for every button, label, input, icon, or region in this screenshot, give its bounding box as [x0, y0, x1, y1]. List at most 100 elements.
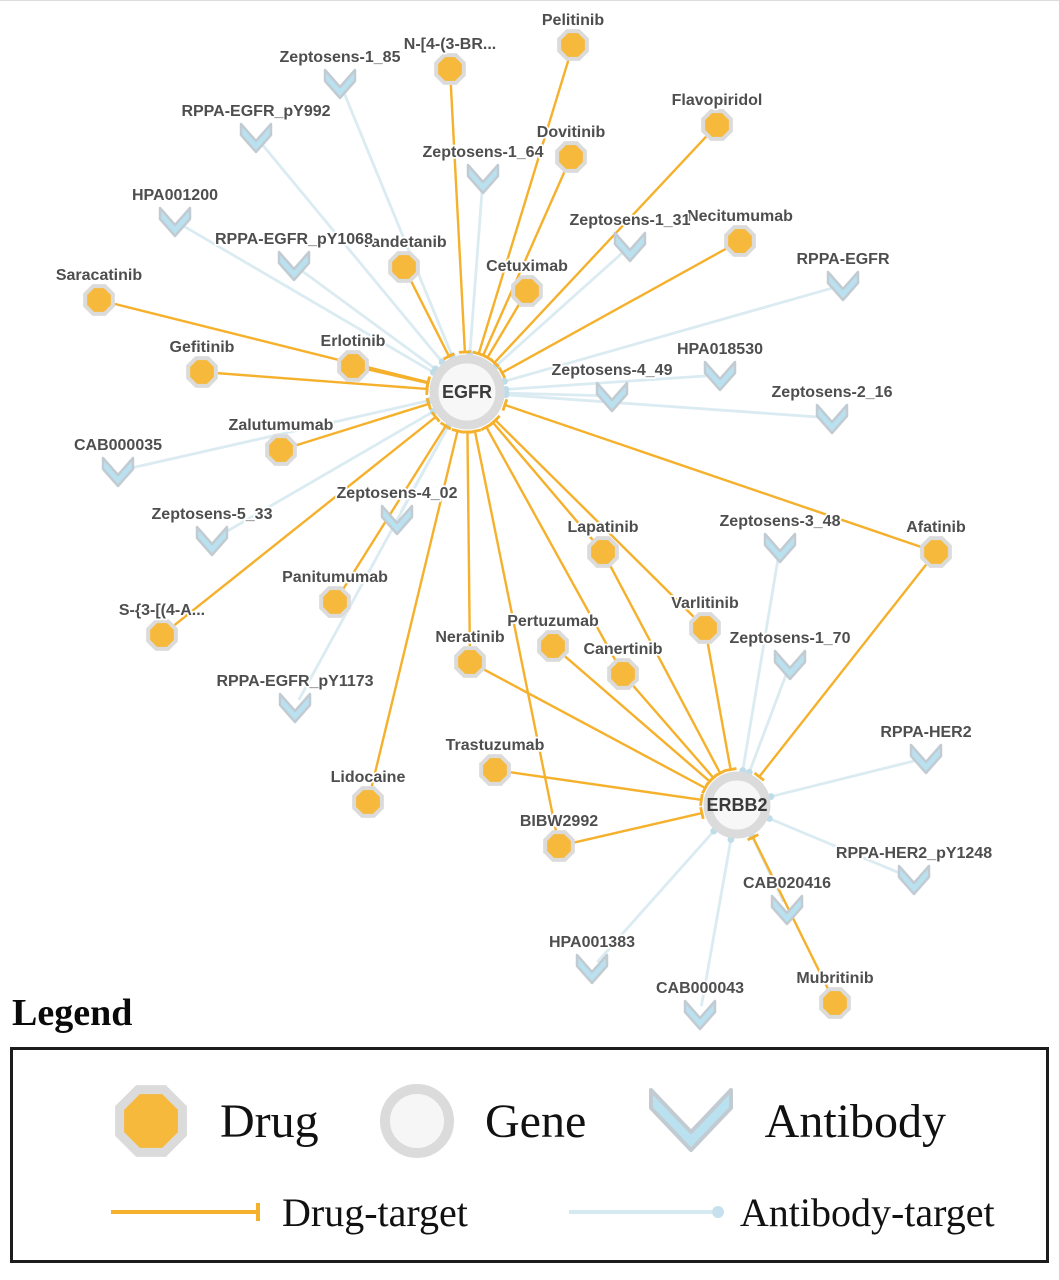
drug-node-mubritinib[interactable]	[819, 987, 851, 1019]
legend-item-antibody: Antibody	[643, 1082, 946, 1160]
drug-node-panitumumab[interactable]	[319, 586, 351, 618]
antibody-target-edge	[341, 89, 454, 357]
legend-node-row: Drug Gene Antibody	[13, 1050, 1046, 1180]
drug-node-varlitinib[interactable]	[689, 612, 721, 644]
legend-drug-label: Drug	[220, 1094, 319, 1148]
antibody-node-hpa018530[interactable]	[703, 360, 737, 392]
drug-node-neratinib[interactable]	[454, 646, 486, 678]
antibody-target-edge	[596, 830, 715, 963]
hpa018530-label: HPA018530	[677, 341, 763, 358]
antibody-target-edge	[299, 268, 437, 371]
drug-edge-tee	[425, 397, 432, 411]
antibody-target-edge	[504, 285, 836, 383]
antibody-target-edge	[260, 142, 444, 363]
antibody-node-zeptosens-4-02[interactable]	[380, 504, 414, 536]
antibody-node-zeptosens-1-70[interactable]	[773, 649, 807, 681]
drug-octagon-icon	[265, 434, 297, 466]
legend-item-drug: Drug	[108, 1078, 319, 1164]
drug-edge-tee	[501, 398, 509, 412]
drug-edge-tee	[425, 376, 431, 390]
drug-node-dovitinib[interactable]	[555, 141, 587, 173]
antibody-node-zeptosens-3-48[interactable]	[763, 532, 797, 564]
zeptosens-4-49-label: Zeptosens-4_49	[552, 362, 673, 379]
drug-node-erlotinib[interactable]	[337, 350, 369, 382]
antibody-node-rppa-egfr-py1173[interactable]	[278, 692, 312, 724]
drug-node-afatinib[interactable]	[920, 536, 952, 568]
zeptosens-1-85-label: Zeptosens-1_85	[280, 49, 401, 66]
drug-node-trastuzumab[interactable]	[479, 754, 511, 786]
antibody-node-rppa-her2-py1248[interactable]	[897, 864, 931, 896]
egfr-label: EGFR	[442, 382, 492, 402]
drug-node-gefitinib[interactable]	[186, 356, 218, 388]
lidocaine-label: Lidocaine	[331, 769, 406, 786]
antibody-node-rppa-egfr-py992[interactable]	[239, 122, 273, 154]
antibody-chevron-icon	[323, 68, 357, 100]
drug-node-vandetanib[interactable]	[388, 251, 420, 283]
antibody-node-hpa001383[interactable]	[575, 953, 609, 985]
s-3-4-a-label: S-{3-[(4-A...	[119, 602, 205, 619]
drug-target-edge	[482, 171, 566, 356]
antibody-chevron-icon	[770, 894, 804, 926]
legend-gene-label: Gene	[485, 1094, 587, 1148]
zeptosens-3-48-label: Zeptosens-3_48	[720, 513, 841, 530]
drug-node-lidocaine[interactable]	[352, 786, 384, 818]
antibody-node-cab000035[interactable]	[101, 456, 135, 488]
antibody-target-edge	[770, 758, 919, 798]
drug-node-saracatinib[interactable]	[83, 284, 115, 316]
drug-node-pertuzumab[interactable]	[537, 630, 569, 662]
drug-node-canertinib[interactable]	[607, 658, 639, 690]
antibody-chevron-icon	[909, 743, 943, 775]
node-layer	[83, 29, 952, 1031]
antibody-node-zeptosens-4-49[interactable]	[595, 381, 629, 413]
drug-node-cetuximab[interactable]	[511, 275, 543, 307]
antibody-node-zeptosens-1-85[interactable]	[323, 68, 357, 100]
antibody-node-zeptosens-1-31[interactable]	[613, 231, 647, 263]
zeptosens-1-70-label: Zeptosens-1_70	[730, 630, 851, 647]
antibody-node-rppa-egfr[interactable]	[826, 270, 860, 302]
drug-node-pelitinib[interactable]	[557, 29, 589, 61]
antibody-node-cab020416[interactable]	[770, 894, 804, 926]
antibody-node-zeptosens-1-64[interactable]	[466, 163, 500, 195]
n-4-3-br-label: N-[4-(3-BR...	[404, 36, 496, 53]
drug-node-necitumumab[interactable]	[724, 225, 756, 257]
drug-octagon-icon	[388, 251, 420, 283]
antibody-chevron-icon	[575, 953, 609, 985]
gene-node-egfr[interactable]	[429, 354, 505, 430]
antibody-chevron-icon	[703, 360, 737, 392]
drug-octagon-icon	[511, 275, 543, 307]
drug-node-zalutumumab[interactable]	[265, 434, 297, 466]
antibody-target-edge	[768, 817, 908, 878]
antibody-node-rppa-egfr-py1068[interactable]	[277, 250, 311, 282]
drug-edge-tee	[699, 806, 705, 820]
drug-node-s-3-4-a[interactable]	[146, 619, 178, 651]
antibody-target-edge	[748, 670, 789, 773]
legend-drug-target-label: Drug-target	[282, 1189, 468, 1235]
drug-edge-tee	[746, 833, 759, 842]
gene-node-erbb2[interactable]	[703, 771, 771, 839]
antibody-target-edge	[505, 393, 825, 419]
drug-target-edge	[295, 402, 430, 447]
drug-target-edge	[217, 372, 428, 391]
legend-item-gene: Gene	[375, 1079, 586, 1163]
drug-node-flavopiridol[interactable]	[701, 109, 733, 141]
antibody-node-zeptosens-5-33[interactable]	[195, 525, 229, 557]
drug-target-edge	[501, 247, 727, 374]
antibody-node-rppa-her2[interactable]	[909, 743, 943, 775]
drug-target-edge	[173, 415, 437, 626]
drug-node-bibw2992[interactable]	[543, 830, 575, 862]
drug-edge-tee	[439, 421, 452, 431]
legend-title: Legend	[12, 992, 133, 1034]
antibody-chevron-icon	[239, 122, 273, 154]
drug-octagon-icon	[819, 987, 851, 1019]
drug-target-edge	[609, 565, 722, 774]
antibody-node-hpa001200[interactable]	[158, 206, 192, 238]
drug-node-lapatinib[interactable]	[587, 536, 619, 568]
antibody-node-cab000043[interactable]	[683, 999, 717, 1031]
antibody-node-zeptosens-2-16[interactable]	[815, 403, 849, 435]
drug-target-edge	[574, 811, 703, 844]
zeptosens-2-16-label: Zeptosens-2_16	[772, 384, 893, 401]
drug-octagon-icon	[454, 646, 486, 678]
lapatinib-label: Lapatinib	[567, 519, 638, 536]
drug-node-n-4-3-br[interactable]	[434, 53, 466, 85]
zeptosens-1-31-label: Zeptosens-1_31	[570, 212, 691, 229]
